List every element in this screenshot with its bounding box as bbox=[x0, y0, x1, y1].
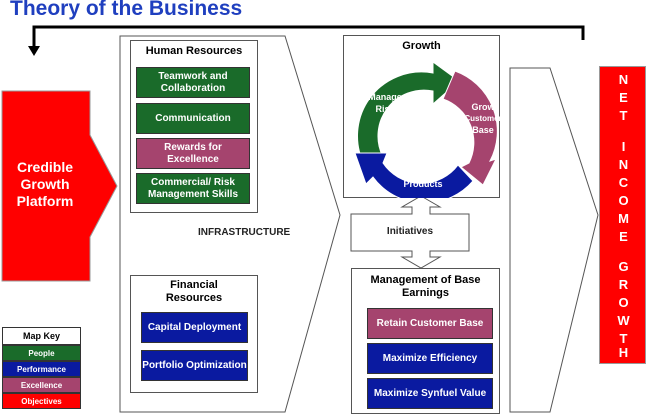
platform-line-1: Credible bbox=[16, 159, 73, 175]
net-char-13: W bbox=[617, 313, 630, 328]
platform-line-3: Platform bbox=[16, 193, 74, 209]
manage-risk-arrow bbox=[357, 61, 460, 167]
hr-item-communication: Communication bbox=[136, 103, 250, 134]
innovate-products-arrow bbox=[354, 152, 474, 198]
map-key-performance: Performance bbox=[2, 361, 81, 377]
net-char-7: O bbox=[618, 193, 629, 208]
net-char-10: G bbox=[618, 259, 629, 274]
base-earnings-title-line-2: Earnings bbox=[401, 287, 450, 299]
net-char-6: C bbox=[618, 175, 629, 190]
infrastructure-label: INFRASTRUCTURE bbox=[198, 227, 291, 238]
feedback-arrowhead bbox=[28, 46, 40, 56]
growth-cycle: Manage Risk Grow Customer Base Innovate … bbox=[354, 61, 500, 198]
base-earnings-title-line-1: Management of Base bbox=[370, 274, 481, 286]
grow-label-3: Base bbox=[472, 125, 494, 135]
be-item-maximize-efficiency: Maximize Efficiency bbox=[367, 343, 493, 374]
manage-risk-label-2: Risk bbox=[375, 104, 395, 114]
be-item-retain-customer-base: Retain Customer Base bbox=[367, 308, 493, 339]
results-chevron bbox=[509, 67, 599, 413]
net-char-8: M bbox=[618, 211, 629, 226]
feedback-line bbox=[32, 25, 585, 50]
financial-resources-title: Financial Resources bbox=[130, 279, 258, 305]
growth-title: Growth bbox=[402, 40, 441, 52]
hr-item-teamwork: Teamwork and Collaboration bbox=[136, 67, 250, 98]
human-resources-title: Human Resources bbox=[145, 45, 243, 57]
be-item-maximize-synfuel-value: Maximize Synfuel Value bbox=[367, 378, 493, 409]
innovate-label-2: Products bbox=[403, 179, 442, 189]
map-key-title: Map Key bbox=[2, 327, 81, 345]
financial-title-line-2: Resources bbox=[165, 292, 223, 304]
net-char-3: T bbox=[619, 108, 628, 123]
platform-label: Credible Growth Platform bbox=[0, 159, 90, 210]
hr-item-rewards: Rewards for Excellence bbox=[136, 138, 250, 169]
fr-item-capital-deployment: Capital Deployment bbox=[141, 312, 248, 343]
financial-title-line-1: Financial bbox=[170, 279, 218, 291]
net-char-1: N bbox=[618, 72, 629, 87]
map-key-objectives: Objectives bbox=[2, 393, 81, 409]
platform-arrow bbox=[1, 90, 118, 282]
net-char-4: I bbox=[621, 139, 626, 154]
map-key-excellence: Excellence bbox=[2, 377, 81, 393]
manage-risk-label-1: Manage bbox=[368, 92, 402, 102]
net-char-15: H bbox=[618, 345, 629, 360]
base-earnings-title: Management of Base Earnings bbox=[351, 274, 500, 300]
fr-item-portfolio-optimization: Portfolio Optimization bbox=[141, 350, 248, 381]
net-income-growth-box: N E T I N C O M E G R O W T H bbox=[599, 66, 646, 364]
hr-item-commercial-risk: Commercial/ Risk Management Skills bbox=[136, 173, 250, 204]
innovate-label-1: Innovate bbox=[404, 168, 441, 178]
page-title: Theory of the Business bbox=[10, 0, 243, 20]
platform-line-2: Growth bbox=[20, 176, 70, 192]
net-char-12: O bbox=[618, 295, 629, 310]
net-char-11: R bbox=[618, 277, 629, 292]
map-key-people: People bbox=[2, 345, 81, 361]
grow-label-2: Customer bbox=[464, 114, 500, 123]
net-char-14: T bbox=[619, 331, 628, 346]
net-char-2: E bbox=[619, 90, 628, 105]
grow-customer-base-arrow bbox=[442, 70, 498, 186]
initiatives-label: Initiatives bbox=[386, 226, 434, 237]
net-char-9: E bbox=[619, 229, 628, 244]
net-char-5: N bbox=[618, 157, 629, 172]
grow-label-1: Grow bbox=[471, 102, 495, 112]
